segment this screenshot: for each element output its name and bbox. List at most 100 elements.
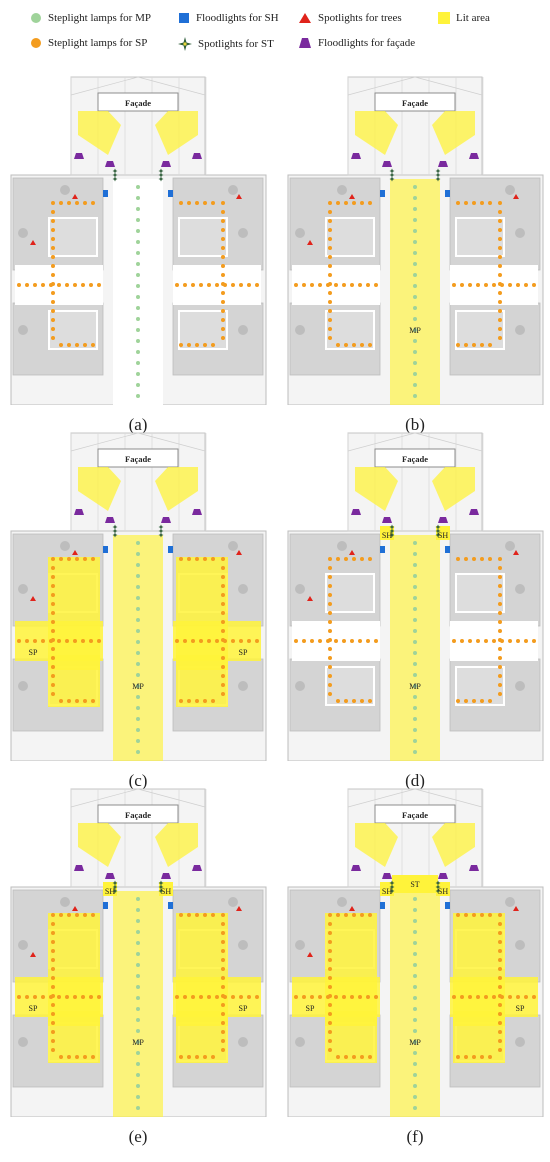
sp-steplight-lamp bbox=[328, 656, 332, 660]
mp-steplight-lamp bbox=[413, 684, 417, 688]
sp-steplight-lamp bbox=[484, 283, 488, 287]
mp-steplight-lamp bbox=[413, 218, 417, 222]
mp-steplight-lamp bbox=[413, 1106, 417, 1110]
sp-steplight-lamp bbox=[211, 1055, 215, 1059]
sp-steplight-lamp bbox=[498, 611, 502, 615]
legend-label: Spotlights for ST bbox=[198, 38, 274, 50]
st-spotlight bbox=[112, 528, 118, 534]
mp-steplight-lamp bbox=[136, 383, 140, 387]
st-spotlight bbox=[435, 528, 441, 534]
facade-block bbox=[97, 92, 179, 112]
sp-steplight-lamp bbox=[231, 995, 235, 999]
mp-steplight-lamp bbox=[413, 207, 417, 211]
sp-steplight-lamp bbox=[328, 264, 332, 268]
mp-steplight-lamp bbox=[136, 897, 140, 901]
sp-steplight-lamp bbox=[65, 283, 69, 287]
mp-lit-area bbox=[390, 891, 440, 1117]
st-spotlight bbox=[158, 532, 164, 538]
sp-steplight-lamp bbox=[221, 210, 225, 214]
sp-steplight-lamp bbox=[221, 584, 225, 588]
sp-steplight-lamp bbox=[221, 264, 225, 268]
facade-lit-area-left bbox=[355, 823, 398, 867]
sp-steplight-lamp bbox=[221, 967, 225, 971]
sp-steplight-lamp bbox=[294, 639, 298, 643]
sp-steplight-lamp bbox=[310, 283, 314, 287]
st-spotlight bbox=[435, 532, 441, 538]
facade-lit-area-right bbox=[432, 823, 475, 867]
sp-steplight-lamp bbox=[498, 318, 502, 322]
mp-steplight-lamp bbox=[136, 196, 140, 200]
roof-line bbox=[414, 788, 483, 808]
mp-steplight-lamp bbox=[136, 640, 140, 644]
sp-steplight-lamp bbox=[350, 995, 354, 999]
tree bbox=[18, 584, 28, 594]
sp-steplight-lamp bbox=[239, 995, 243, 999]
facade-floodlight bbox=[192, 153, 202, 159]
tree bbox=[18, 325, 28, 335]
sp-steplight-lamp bbox=[498, 1021, 502, 1025]
sp-steplight-lamp bbox=[368, 201, 372, 205]
mp-steplight-lamp bbox=[413, 251, 417, 255]
mp-steplight-lamp bbox=[413, 563, 417, 567]
facade-block bbox=[374, 448, 456, 468]
facade-lit-area-left bbox=[78, 111, 121, 155]
sp-steplight-lamp bbox=[215, 283, 219, 287]
st-spotlight bbox=[158, 524, 164, 530]
facade-lit-area-left bbox=[78, 467, 121, 511]
mp-steplight-lamp bbox=[136, 728, 140, 732]
sp-steplight-lamp bbox=[328, 336, 332, 340]
plan-panel-a: Façade (a) bbox=[3, 75, 273, 450]
red-triangle-icon bbox=[299, 13, 311, 23]
legend-item-st-spotlights: Spotlights for ST bbox=[178, 37, 274, 51]
lawn-area bbox=[325, 310, 375, 350]
sp-steplight-lamp bbox=[532, 639, 536, 643]
sp-steplight-lamp bbox=[211, 343, 215, 347]
sp-steplight-lamp bbox=[498, 922, 502, 926]
tree bbox=[228, 185, 238, 195]
mp-steplight-lamp bbox=[136, 350, 140, 354]
sp-steplight-lamp bbox=[221, 1048, 225, 1052]
facade-floodlight bbox=[382, 161, 392, 167]
sp-steplight-lamp bbox=[51, 602, 55, 606]
sp-steplight-lamp bbox=[488, 343, 492, 347]
sp-steplight-lamp bbox=[328, 1003, 332, 1007]
mp-steplight-lamp bbox=[136, 1084, 140, 1088]
sp-steplight-lamp bbox=[57, 283, 61, 287]
st-spotlight bbox=[389, 880, 395, 886]
sp-steplight-lamp bbox=[464, 699, 468, 703]
sp-steplight-lamp bbox=[221, 593, 225, 597]
facade-floodlight bbox=[74, 153, 84, 159]
sp-steplight-lamp bbox=[456, 201, 460, 205]
sp-steplight-lamp bbox=[195, 699, 199, 703]
sp-label: SP bbox=[239, 648, 248, 657]
sh-floodlight bbox=[103, 902, 108, 909]
sp-steplight-lamp bbox=[51, 584, 55, 588]
sp-steplight-lamp bbox=[97, 639, 101, 643]
sp-steplight-lamp bbox=[81, 639, 85, 643]
sp-steplight-lamp bbox=[51, 557, 55, 561]
panel-caption: (b) bbox=[405, 415, 425, 434]
mp-label: MP bbox=[132, 1038, 144, 1047]
sp-steplight-lamp bbox=[51, 692, 55, 696]
mp-steplight-lamp bbox=[413, 361, 417, 365]
tree-spotlight bbox=[72, 194, 78, 199]
sp-steplight-lamp bbox=[51, 1012, 55, 1016]
sp-steplight-lamp bbox=[175, 283, 179, 287]
roof-line bbox=[347, 76, 416, 96]
sp-steplight-lamp bbox=[460, 995, 464, 999]
mp-steplight-lamp bbox=[136, 996, 140, 1000]
sp-steplight-lamp bbox=[366, 995, 370, 999]
sp-steplight-lamp bbox=[51, 647, 55, 651]
sp-steplight-lamp bbox=[318, 995, 322, 999]
sp-steplight-lamp bbox=[498, 985, 502, 989]
roof-line bbox=[137, 432, 206, 452]
sp-steplight-lamp bbox=[179, 699, 183, 703]
lawn-area bbox=[455, 217, 505, 257]
mp-steplight-lamp bbox=[413, 229, 417, 233]
sp-steplight-lamp bbox=[328, 557, 332, 561]
facade-floodlight bbox=[161, 517, 171, 523]
sp-steplight-lamp bbox=[59, 557, 63, 561]
st-spotlight bbox=[389, 168, 395, 174]
sp-steplight-lamp bbox=[75, 699, 79, 703]
sp-steplight-lamp bbox=[480, 1055, 484, 1059]
